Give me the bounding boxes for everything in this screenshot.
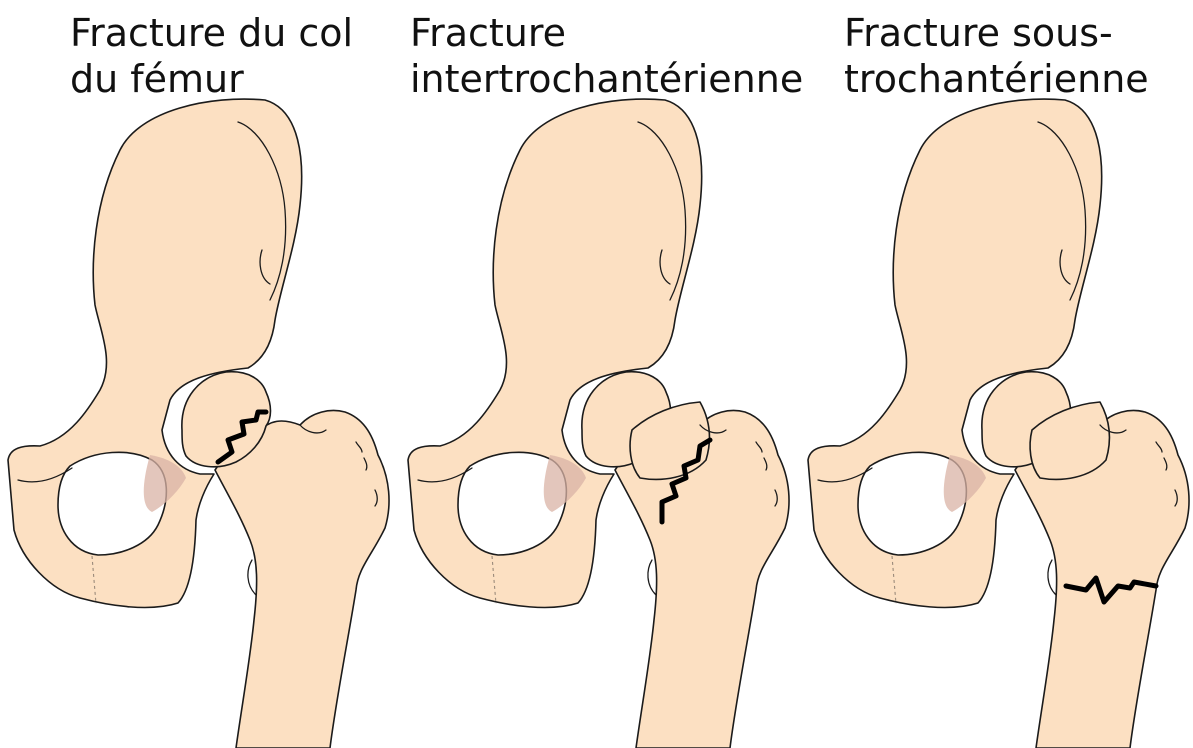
panel-femoral-neck-fracture: [0, 0, 400, 748]
lesser-trochanter-shade: [1048, 560, 1056, 595]
femur-bone: [215, 411, 389, 748]
panel-intertrochanteric-fracture: [400, 0, 800, 748]
lesser-trochanter-shade: [648, 560, 656, 595]
panel-subtrochanteric-fracture: [800, 0, 1193, 748]
lesser-trochanter-shade: [248, 560, 256, 595]
hip-illustration: [800, 0, 1193, 748]
hip-illustration: [0, 0, 400, 748]
hip-illustration: [400, 0, 800, 748]
